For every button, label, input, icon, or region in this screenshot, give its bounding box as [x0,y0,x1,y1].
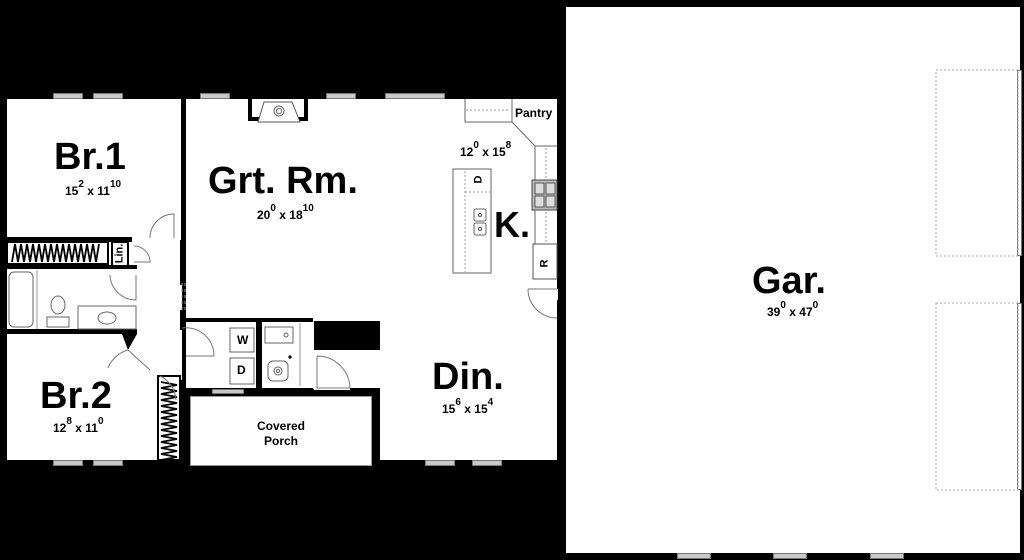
wall-laundry-top [183,318,313,322]
room-dimensions-garage: 390 x 470 [767,300,819,319]
wall-porch-right [372,388,380,463]
toilet-icon [267,360,289,382]
window [212,389,244,394]
room-label-covered-porch: Covered Porch [256,419,306,448]
dishwasher-label: D [472,175,485,184]
pantry-shelves [464,99,536,147]
room-dimensions-kitchen: 120 x 158 [460,140,512,159]
kitchen-island [452,168,492,274]
room-label-kitchen: K. [494,204,530,245]
wall-entry-bottom [350,388,380,394]
wall-hall-right-upper [180,240,185,285]
refrigerator-label: R [538,259,551,268]
window [53,93,83,99]
window [53,460,83,466]
washer-label: W [237,333,249,347]
garage-door [1017,70,1022,256]
room-dimensions-br1: 152 x 1110 [65,179,122,198]
window [326,93,356,99]
wall-br1-grt [181,99,186,241]
toilet-icon [46,295,70,328]
closet-rod-br1 [6,241,129,267]
window [677,553,711,559]
vanity-sink-icon [77,305,137,330]
window [870,553,904,559]
room-dimensions-br2: 128 x 110 [53,416,104,435]
wall-hall-right-lower [180,310,185,330]
dryer-label: D [237,363,246,377]
wall-bath-bottom [7,329,137,334]
window [200,93,230,99]
wall-laundry-divider [256,320,262,390]
window [425,460,455,466]
dining-floor [380,315,558,460]
porch-floor [190,396,372,466]
bathtub-icon [8,271,34,328]
room-label-pantry: Pantry [515,106,553,120]
garage-door [1017,303,1022,490]
wall-garage-left [560,7,566,553]
room-label-garage: Gar. [752,260,826,302]
great-room-floor [186,99,558,321]
fireplace-icon [248,99,308,123]
window [93,460,123,466]
room-label-br2: Br.2 [40,375,112,417]
room-dimensions-great-room: 200 x 1810 [257,203,314,222]
range-icon [531,179,558,211]
garage-floor [565,7,1020,553]
wall-laundry-bottom [183,388,313,394]
bedroom-1-floor [7,99,182,239]
refrigerator-icon [532,243,558,280]
wall-linen-top [7,237,132,242]
room-label-br1: Br.1 [54,136,126,178]
wall-bath-top [7,265,137,269]
closet-rod-br2 [157,375,181,461]
room-label-great-room: Grt. Rm. [208,160,358,202]
window [773,553,807,559]
window [472,460,502,466]
room-label-dining: Din. [432,356,504,398]
linen-label: Lin. [113,243,126,264]
window [385,93,445,99]
room-dimensions-dining: 156 x 154 [442,397,494,416]
window [93,93,123,99]
